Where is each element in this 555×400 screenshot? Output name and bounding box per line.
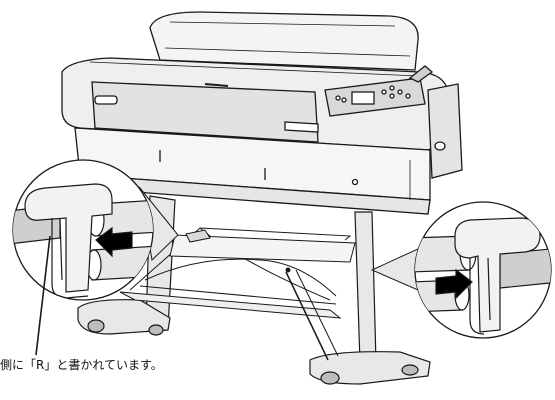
right-side-panel (427, 83, 463, 179)
push-arrow-left (95, 226, 133, 258)
printer-body (61, 11, 463, 215)
right-callout (370, 201, 552, 339)
roll-cover (149, 11, 419, 71)
leader-line (35, 235, 51, 356)
left-callout (12, 159, 179, 301)
right-leg (354, 211, 377, 363)
caption-text: 側に「R」と書かれています。 (0, 358, 163, 372)
panel-display (351, 91, 375, 105)
paper-basket (119, 227, 356, 361)
front-cover (91, 81, 319, 143)
right-foot (309, 351, 431, 385)
push-arrow-right (435, 268, 473, 300)
control-panel (324, 77, 426, 117)
